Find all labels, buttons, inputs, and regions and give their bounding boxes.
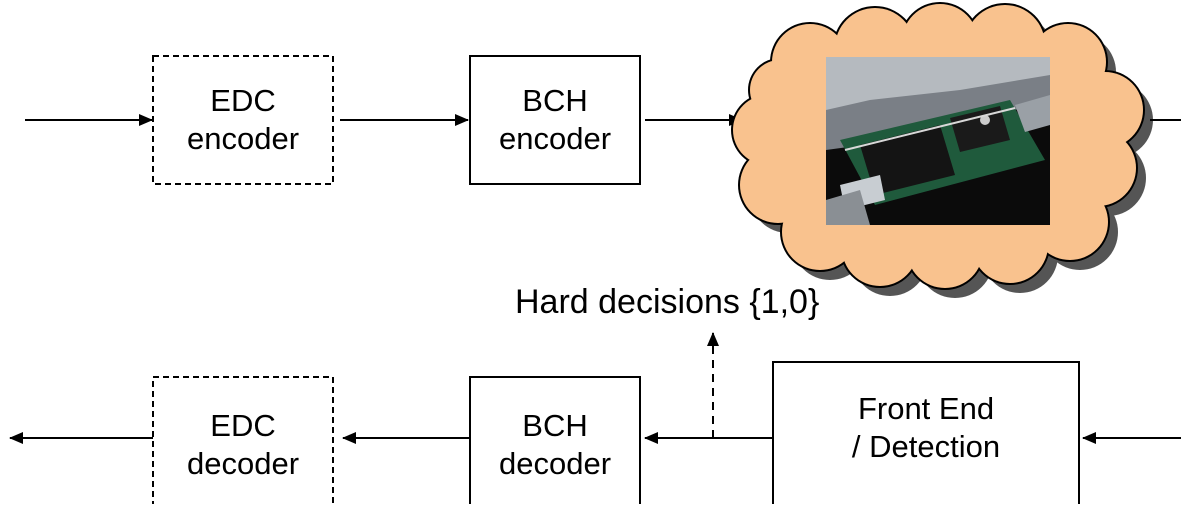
bch-decoder-box bbox=[469, 376, 641, 504]
edc-encoder-line1: EDC bbox=[210, 83, 276, 118]
bch-encoder-line2: encoder bbox=[498, 121, 612, 156]
front-end-line2: / Detection bbox=[851, 429, 1001, 464]
bch-decoder-label: BCH decoder bbox=[470, 377, 640, 512]
hard-decisions-caption: Hard decisions {1,0} bbox=[515, 283, 820, 321]
bch-encoder-box bbox=[469, 55, 641, 185]
front-end-line1: Front End bbox=[857, 391, 995, 426]
bch-decoder-line1: BCH bbox=[522, 408, 588, 443]
usb-flash-drive-photo bbox=[826, 57, 1050, 225]
edc-decoder-box bbox=[152, 376, 334, 504]
edc-encoder-label: EDC encoder bbox=[153, 56, 333, 184]
front-end-label: Front End / Detection bbox=[773, 362, 1079, 504]
front-end-box bbox=[772, 361, 1080, 504]
edc-encoder-line2: encoder bbox=[186, 121, 300, 156]
edc-decoder-line2: decoder bbox=[186, 446, 300, 481]
edc-decoder-line1: EDC bbox=[210, 408, 276, 443]
bch-decoder-line2: decoder bbox=[498, 446, 612, 481]
edc-decoder-label: EDC decoder bbox=[153, 377, 333, 512]
bch-encoder-label: BCH encoder bbox=[470, 56, 640, 184]
edc-encoder-box bbox=[152, 55, 334, 185]
bch-encoder-line1: BCH bbox=[522, 83, 588, 118]
